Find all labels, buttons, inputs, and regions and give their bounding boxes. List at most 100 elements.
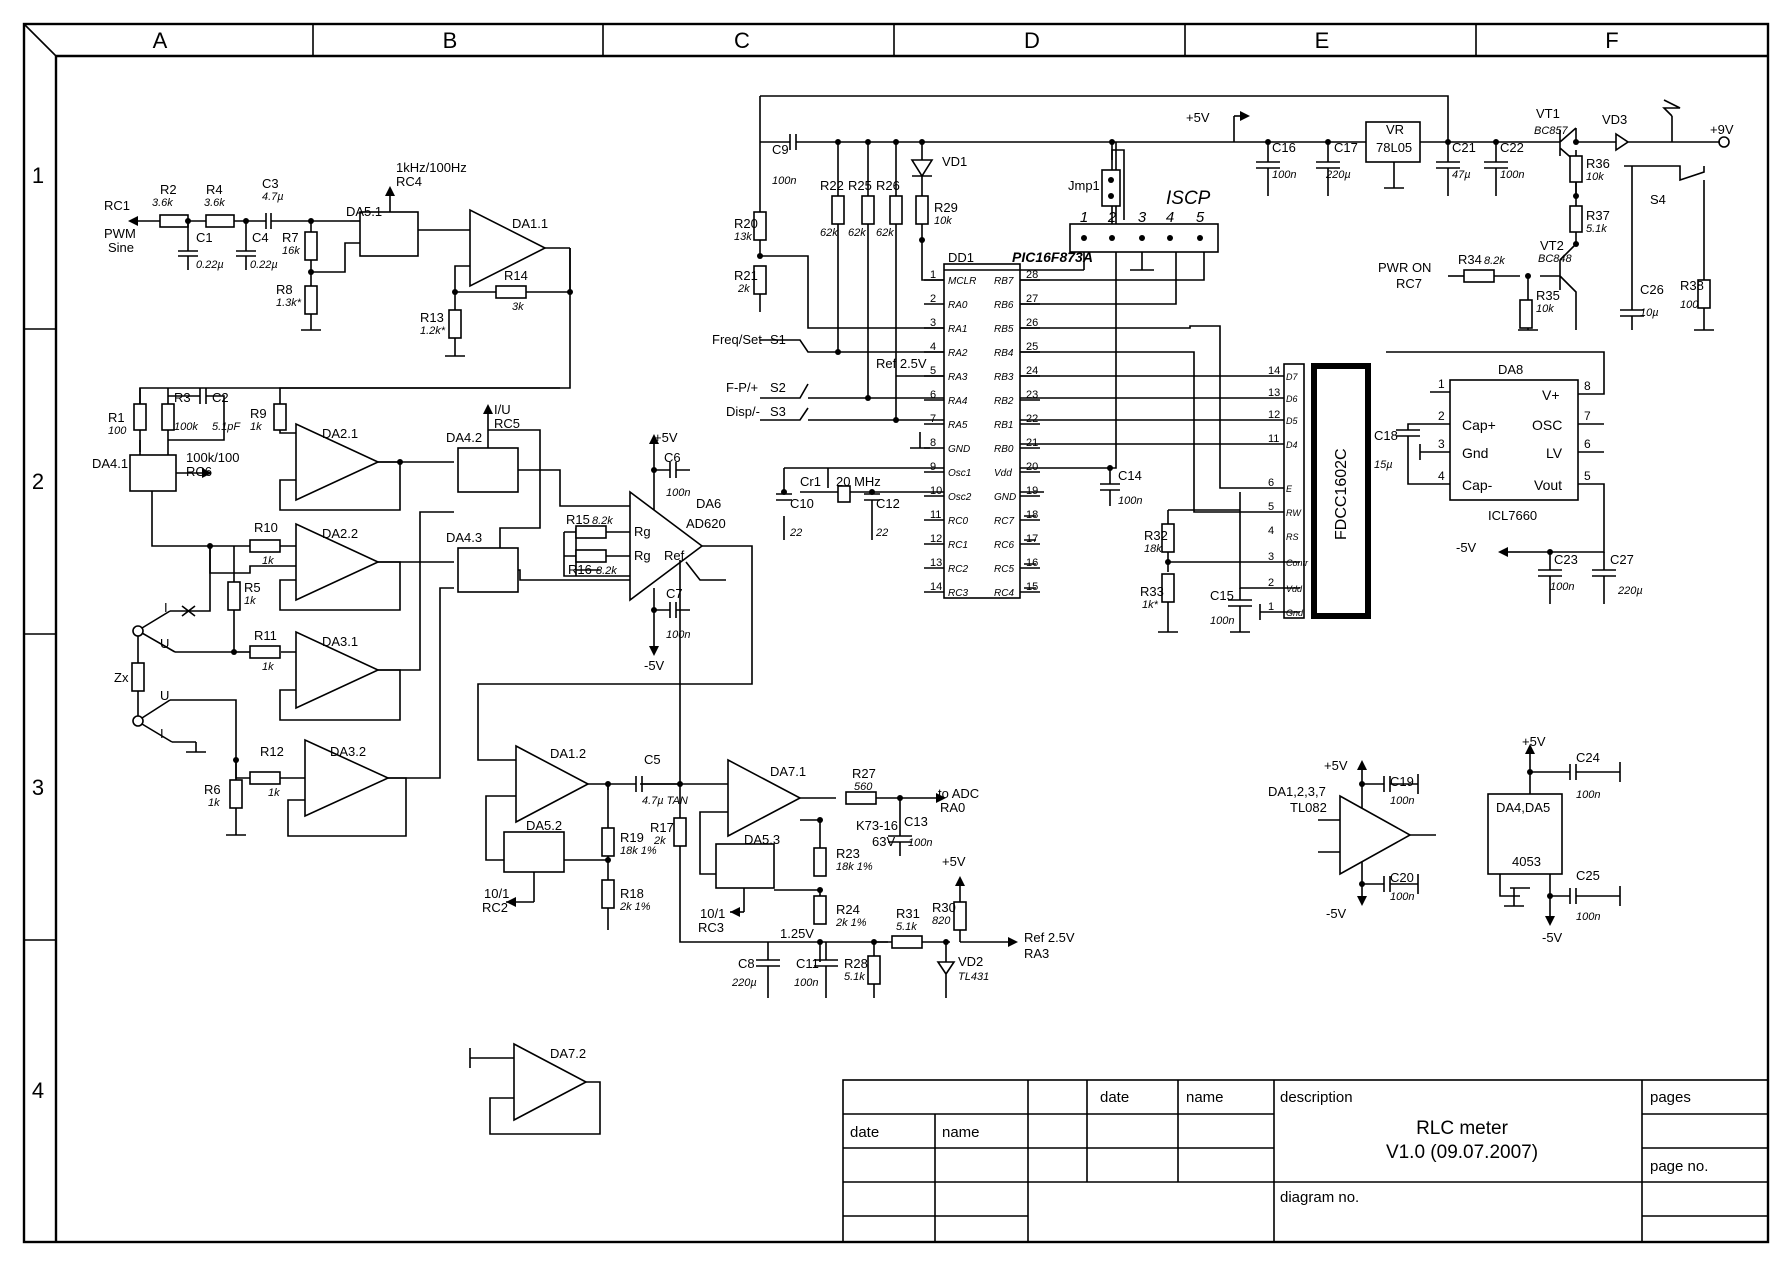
value-r32: 18k <box>1144 543 1162 555</box>
lcd-pin-label: D4 <box>1286 440 1298 450</box>
mcu-pin-label-right: RB2 <box>994 396 1014 407</box>
value-r3: 100k <box>174 421 198 433</box>
mcu-pin-number-right: 19 <box>1026 485 1038 497</box>
mcu-pin-number-right: 23 <box>1026 389 1038 401</box>
icl-num-8: 8 <box>1584 379 1591 393</box>
title-line-2: V1.0 (09.07.2007) <box>1386 1142 1538 1163</box>
mcu-pin-label-right: RB6 <box>994 300 1014 311</box>
label-r30: R30 <box>932 900 956 915</box>
label-da43: DA4.3 <box>446 530 482 545</box>
value-c8: 220µ <box>731 977 757 989</box>
value-r1: 100 <box>108 425 127 437</box>
label-c20: C20 <box>1390 870 1414 885</box>
label-vt1: VT1 <box>1536 106 1560 121</box>
mcu-pin-label-right: RB5 <box>994 324 1014 335</box>
icl-num-3: 3 <box>1438 437 1445 451</box>
mcu-pin-label-right: RB4 <box>994 348 1014 359</box>
title-name-header-2: name <box>942 1124 980 1141</box>
label-da11: DA1.1 <box>512 216 548 231</box>
label-da42: DA4.2 <box>446 430 482 445</box>
value-r25: 62k <box>848 227 866 239</box>
value-r26: 62k <box>876 227 894 239</box>
value-c5: 4.7µ TAN <box>642 795 688 807</box>
lcd-pin-label: RW <box>1286 508 1302 518</box>
label-r14: R14 <box>504 268 528 283</box>
column-label-d: D <box>1024 28 1040 53</box>
mcu-pin-label-left: Osc1 <box>948 468 971 479</box>
lcd-pin-label: Vdd <box>1286 584 1303 594</box>
value-r6: 1k <box>208 797 220 809</box>
column-label-e: E <box>1315 28 1330 53</box>
label-r18: R18 <box>620 886 644 901</box>
label-r2: R2 <box>160 182 177 197</box>
label-r17: R17 <box>650 820 674 835</box>
mcu-pin-label-left: MCLR <box>948 276 976 287</box>
label-ad620: AD620 <box>686 516 726 531</box>
label-r20: R20 <box>734 216 758 231</box>
label-to-adc: to ADC <box>938 786 979 801</box>
mcu-pin-number-right: 21 <box>1026 437 1038 449</box>
mcu-pin-number-right: 15 <box>1026 581 1038 593</box>
value-c17: 220µ <box>1325 169 1351 181</box>
label-r12: R12 <box>260 744 284 759</box>
mcu-pin-label-right: RB1 <box>994 420 1013 431</box>
value-r24: 2k 1% <box>835 917 867 929</box>
label-r1: R1 <box>108 410 125 425</box>
mcu-pin-number-right: 27 <box>1026 293 1038 305</box>
label-r9: R9 <box>250 406 267 421</box>
icl-pin-vp: V+ <box>1542 387 1560 403</box>
label-fp: F-P/+ <box>726 380 758 395</box>
label-pic16f873a: PIC16F873A <box>1012 249 1093 265</box>
label-rc1: RC1 <box>104 198 130 213</box>
label-c10: C10 <box>790 496 814 511</box>
label-c11: C11 <box>796 956 819 971</box>
label-rc2: RC2 <box>482 900 508 915</box>
mcu-pin-label-left: Osc2 <box>948 492 972 503</box>
value-r22: 62k <box>820 227 838 239</box>
mcu-pin-number-left: 11 <box>930 509 941 521</box>
value-c4: 0.22µ <box>250 259 278 271</box>
lcd-pin-label: D6 <box>1286 394 1298 404</box>
iscp-pin-1: 1 <box>1080 209 1088 226</box>
label-iscp: ISCP <box>1166 188 1211 209</box>
label-vd3: VD3 <box>1602 112 1627 127</box>
value-vt2: BC848 <box>1538 253 1573 265</box>
label-cr1: Cr1 <box>800 474 821 489</box>
label-r5: R5 <box>244 580 261 595</box>
label-r13: R13 <box>420 310 444 325</box>
label-plus5v-amp: +5V <box>654 430 678 445</box>
label-r35: R35 <box>1536 288 1560 303</box>
mcu-pin-number-left: 4 <box>930 341 936 353</box>
label-vr-part: 78L05 <box>1376 140 1412 155</box>
iscp-pin-3: 3 <box>1138 209 1147 226</box>
lcd-pin-label: E <box>1286 484 1293 494</box>
lcd-pin-number: 4 <box>1268 525 1274 537</box>
value-c25: 100n <box>1576 911 1600 923</box>
label-ra3: RA3 <box>1024 946 1049 961</box>
power-section: +5V VR 78L05 C16 C17 C21 C22 VT1 VD3 +9V… <box>1120 99 1734 604</box>
value-c10: 22 <box>789 527 802 539</box>
label-r10: R10 <box>254 520 278 535</box>
label-da12: DA1.2 <box>550 746 586 761</box>
label-vd1: VD1 <box>942 154 967 169</box>
label-r24: R24 <box>836 902 860 917</box>
label-c13-type: K73-16 <box>856 818 898 833</box>
lcd-pin-label: Contr <box>1286 558 1309 568</box>
label-r21: R21 <box>734 268 758 283</box>
iscp-pin-2: 2 <box>1107 209 1117 226</box>
label-rg-2: Rg <box>634 548 651 563</box>
label-c13-voltage: 63V <box>872 834 895 849</box>
lcd-pin-number: 1 <box>1268 601 1274 613</box>
label-zx: Zx <box>114 670 129 685</box>
mcu-pin-label-left: RA2 <box>948 348 968 359</box>
value-c15: 100n <box>1210 615 1234 627</box>
value-c24: 100n <box>1576 789 1600 801</box>
label-r15: R15 <box>566 512 590 527</box>
iscp-pin-4: 4 <box>1166 209 1174 226</box>
label-r19: R19 <box>620 830 644 845</box>
value-c1: 0.22µ <box>196 259 224 271</box>
label-c13: C13 <box>904 814 928 829</box>
value-r30: 820 <box>932 915 951 927</box>
value-r11: 1k <box>262 661 274 673</box>
label-da21: DA2.1 <box>322 426 358 441</box>
